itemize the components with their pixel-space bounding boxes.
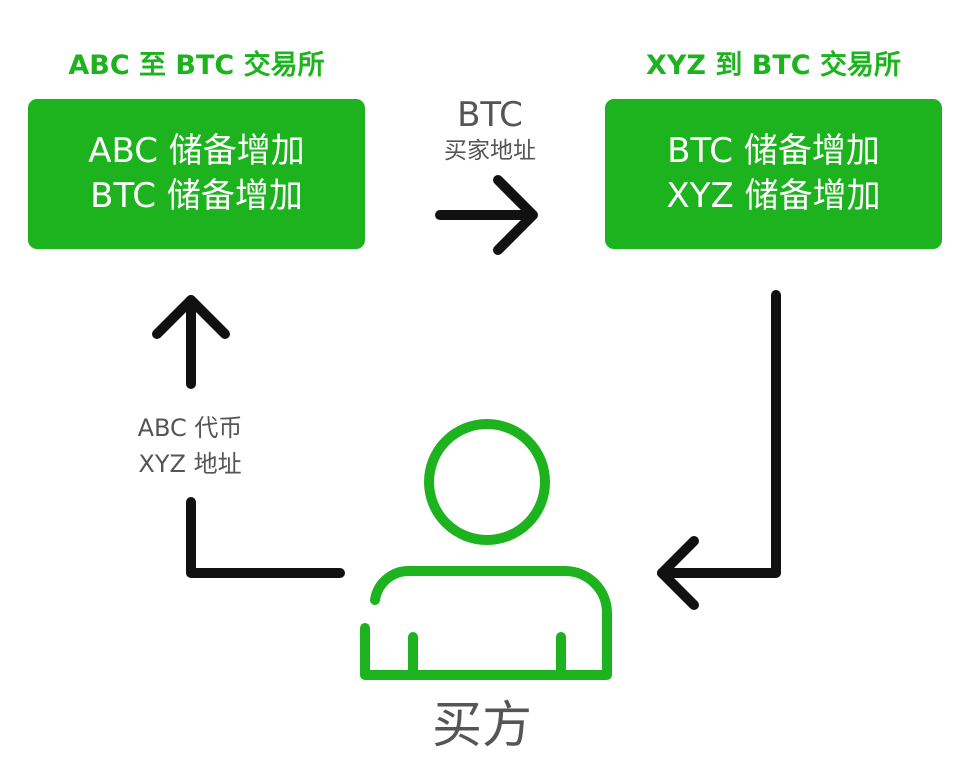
left-exchange-line-2: BTC 储备增加 xyxy=(90,176,303,216)
return-path-line xyxy=(186,497,345,578)
buyer-label: 买方 xyxy=(432,696,532,754)
deposit-label-asset: ABC 代币 xyxy=(137,414,243,442)
left-exchange-line-1: ABC 储备增加 xyxy=(88,131,305,171)
transfer-label-asset: BTC xyxy=(457,95,523,135)
right-exchange-line-1: BTC 储备增加 xyxy=(667,131,880,171)
deposit-label: ABC 代币 XYZ 地址 xyxy=(110,410,270,482)
right-exchange-line-2: XYZ 储备增加 xyxy=(666,176,881,216)
deposit-label-address: XYZ 地址 xyxy=(138,450,242,478)
transfer-label: BTC 买家地址 xyxy=(410,94,570,166)
left-exchange-box: ABC 储备增加 BTC 储备增加 xyxy=(28,99,365,249)
up-arrow-icon xyxy=(152,295,230,389)
right-exchange-title: XYZ 到 BTC 交易所 xyxy=(646,50,901,81)
right-arrow-icon xyxy=(435,175,538,255)
left-exchange-title: ABC 至 BTC 交易所 xyxy=(68,50,325,81)
transfer-label-destination: 买家地址 xyxy=(444,138,536,164)
right-exchange-box: BTC 储备增加 XYZ 储备增加 xyxy=(605,99,942,249)
buyer-person-icon xyxy=(360,419,612,680)
down-left-arrow-icon xyxy=(657,290,781,610)
